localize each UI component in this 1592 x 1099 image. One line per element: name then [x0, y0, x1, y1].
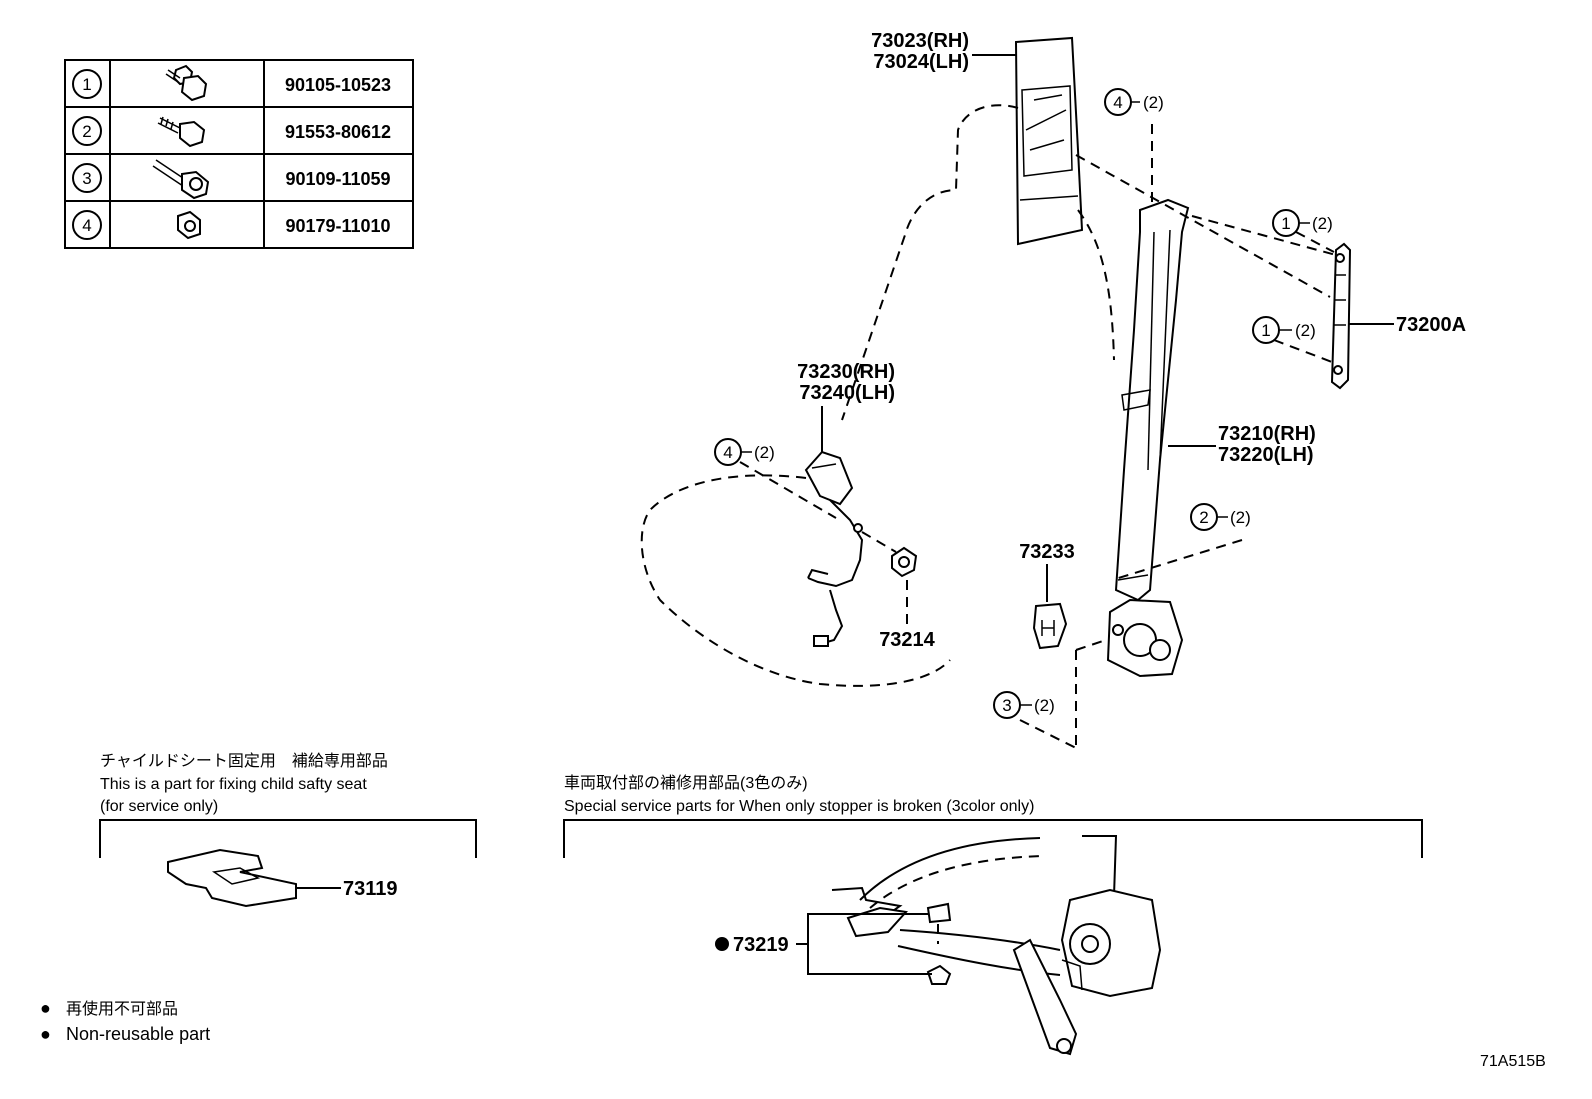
- callout-buckle-rh: 73230(RH): [797, 361, 895, 383]
- fastener-row-4: 4 90179-11010: [72, 210, 391, 240]
- fastener-number-circle: [72, 69, 102, 99]
- fastener-ref-q3-belt: 3 (2): [993, 639, 1107, 749]
- legend-bullet-icon: ●: [40, 1024, 51, 1044]
- seat-back-outline: [1077, 209, 1115, 361]
- callout-stopper: 73219: [733, 934, 789, 956]
- callout-trim-rh: 73023(RH): [871, 30, 969, 52]
- callout-trim-lh: 73024(LH): [873, 51, 969, 73]
- flange-bolt-icon: [165, 64, 208, 102]
- ref-qty: (2): [754, 443, 775, 462]
- ref-number: 2: [1199, 508, 1208, 527]
- callout-buckle-lh: 73240(LH): [799, 382, 895, 404]
- fastener-number-circle: [72, 210, 102, 240]
- fastener-part-number: 90179-11010: [285, 216, 390, 236]
- tapping-bolt-icon: [157, 116, 206, 148]
- stopper-assembly-drawing: [831, 835, 1162, 1056]
- seat-back-outline: [841, 104, 1019, 421]
- child-seat-bracket-part: [167, 848, 297, 908]
- fastener-ref-q1-lower: 1 (2): [1252, 316, 1333, 363]
- callout-nut: 73214: [879, 629, 935, 651]
- callout-cover: 73233: [1019, 541, 1075, 563]
- cover-part: [1032, 602, 1068, 650]
- section-bracket: [563, 819, 1423, 858]
- child-seat-subtitle-en: (for service only): [100, 798, 218, 815]
- legend: ● 再使用不可部品 ● Non-reusable part: [40, 998, 210, 1044]
- fastener-number: 1: [82, 75, 91, 94]
- assembly-line: [1075, 154, 1331, 298]
- fastener-row-1: 1 90105-10523: [72, 64, 391, 102]
- fastener-number: 3: [82, 169, 91, 188]
- seat-cushion-outline: [640, 474, 951, 687]
- ref-qty: (2): [1295, 321, 1316, 340]
- fastener-part-number: 91553-80612: [285, 122, 391, 142]
- ref-qty: (2): [1312, 214, 1333, 233]
- fastener-ref-q1-upper: 1 (2): [1272, 209, 1335, 253]
- fastener-row-3: 3 90109-11059: [72, 159, 391, 200]
- ref-qty: (2): [1230, 508, 1251, 527]
- figure-code: 71A515B: [1480, 1053, 1546, 1070]
- ref-qty: (2): [1034, 696, 1055, 715]
- callout-belt-lh: 73220(LH): [1218, 444, 1314, 466]
- ref-qty: (2): [1143, 93, 1164, 112]
- fastener-ref-q2-belt: 2 (2): [1111, 503, 1251, 581]
- fastener-number-circle: [72, 116, 102, 146]
- special-service-title-jp: 車両取付部の補修用部品(3色のみ): [564, 774, 808, 792]
- child-seat-title-en: This is a part for fixing child safty se…: [100, 776, 367, 793]
- fastener-number-circle: [72, 163, 102, 193]
- fastener-part-number: 90109-11059: [285, 169, 390, 189]
- fastener-table: 1 90105-10523 2 91553-80612: [64, 59, 414, 249]
- child-seat-section: チャイルドシート固定用 補給専用部品 This is a part for fi…: [99, 752, 477, 908]
- ref-number: 3: [1002, 696, 1011, 715]
- fastener-row-2: 2 91553-80612: [72, 116, 391, 148]
- ref-number: 1: [1281, 214, 1290, 233]
- fastener-number: 4: [82, 216, 91, 235]
- pillar-trim-part: [1014, 36, 1084, 246]
- ref-number: 4: [1113, 93, 1122, 112]
- anchor-adjuster-part: [1330, 242, 1352, 390]
- legend-text-en: Non-reusable part: [66, 1024, 210, 1044]
- callout-child-bracket: 73119: [343, 878, 398, 900]
- main-exploded-view: 73023(RH) 73024(LH) 73210(RH) 73220(LH): [640, 30, 1466, 749]
- ref-number: 4: [723, 443, 732, 462]
- buckle-part: [804, 450, 864, 647]
- fastener-part-number: 90105-10523: [285, 75, 391, 95]
- special-service-title-en: Special service parts for When only stop…: [564, 798, 1034, 815]
- child-seat-title-jp: チャイルドシート固定用 補給専用部品: [100, 752, 388, 770]
- section-bracket: [99, 819, 477, 858]
- ref-number: 1: [1261, 321, 1270, 340]
- non-reusable-marker-icon: [715, 937, 729, 951]
- fastener-ref-q4-buckle: 4 (2): [714, 438, 897, 553]
- shoulder-bolt-icon: [152, 159, 210, 200]
- legend-bullet-icon: ●: [40, 998, 51, 1018]
- legend-text-jp: 再使用不可部品: [66, 1000, 178, 1018]
- special-service-section: 車両取付部の補修用部品(3色のみ) Special service parts …: [563, 774, 1423, 1056]
- nut-part: [891, 546, 918, 578]
- callout-belt-rh: 73210(RH): [1218, 423, 1316, 445]
- flange-nut-icon: [177, 210, 201, 240]
- assembly-line: [1191, 215, 1337, 256]
- seat-belt-assembly-part: [1106, 198, 1190, 678]
- callout-anchor-adjuster: 73200A: [1396, 314, 1466, 336]
- fastener-ref-q4-top: 4 (2): [1104, 88, 1164, 116]
- fastener-number: 2: [82, 122, 91, 141]
